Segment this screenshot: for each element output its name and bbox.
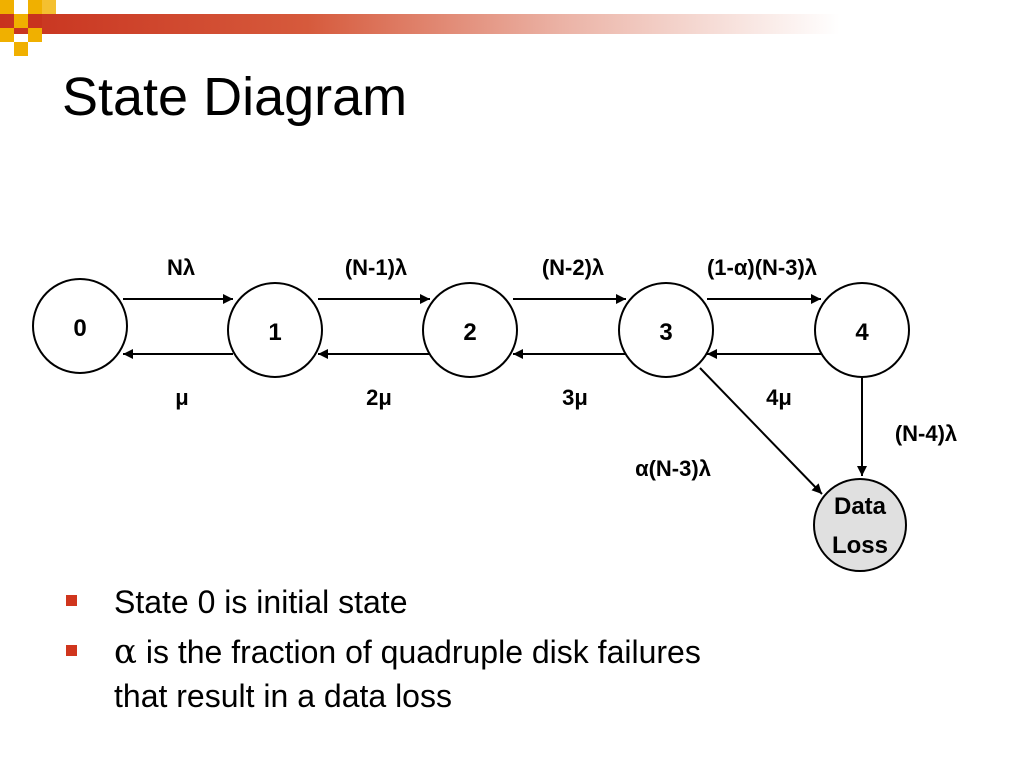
bullet-item: State 0 is initial state	[62, 580, 762, 624]
data-loss-circle	[813, 478, 907, 572]
state-4-label: 4	[855, 319, 869, 346]
rate-1-to-2-label: (N-1)λ	[345, 255, 407, 280]
rate-3-to-2-label: 3μ	[562, 385, 588, 410]
state-3-label: 3	[659, 319, 672, 346]
state-2-circle	[422, 282, 518, 378]
state-0-label: 0	[73, 315, 86, 342]
title-decoration-bar	[0, 14, 1024, 34]
state-1-label: 1	[268, 319, 281, 346]
data-loss-label-line2: Loss	[832, 532, 888, 559]
rate-0-to-1-label: Nλ	[167, 255, 195, 280]
state-3-circle	[618, 282, 714, 378]
state-2-label: 2	[463, 319, 476, 346]
square-bullet-icon	[66, 595, 77, 606]
state-4-circle	[814, 282, 910, 378]
rate-2-to-3-label: (N-2)λ	[542, 255, 604, 280]
state-1-circle	[227, 282, 323, 378]
state-0-circle	[32, 278, 128, 374]
square-bullet-icon	[66, 645, 77, 656]
slide-title: State Diagram	[62, 67, 408, 127]
bullet-list: State 0 is initial state α is the fracti…	[62, 580, 762, 724]
bullet-text: State 0 is initial state	[114, 584, 408, 620]
data-loss-label-line1: Data	[834, 493, 887, 520]
rate-1-to-0-label: μ	[175, 385, 188, 410]
slide-logo-icon	[0, 0, 56, 56]
rate-3-to-4-label: (1-α)(N-3)λ	[707, 255, 817, 280]
alpha-symbol: α	[114, 632, 137, 672]
transition-3-to-data-loss	[699, 367, 823, 495]
bullet-item: α is the fraction of quadruple disk fail…	[62, 630, 762, 718]
bullet-text: is the fraction of quadruple disk failur…	[114, 634, 701, 714]
rate-4-to-data-loss-label: (N-4)λ	[895, 421, 957, 446]
rate-3-to-data-loss-label: α(N-3)λ	[635, 456, 711, 481]
rate-2-to-1-label: 2μ	[366, 385, 392, 410]
rate-4-to-3-label: 4μ	[766, 385, 792, 410]
